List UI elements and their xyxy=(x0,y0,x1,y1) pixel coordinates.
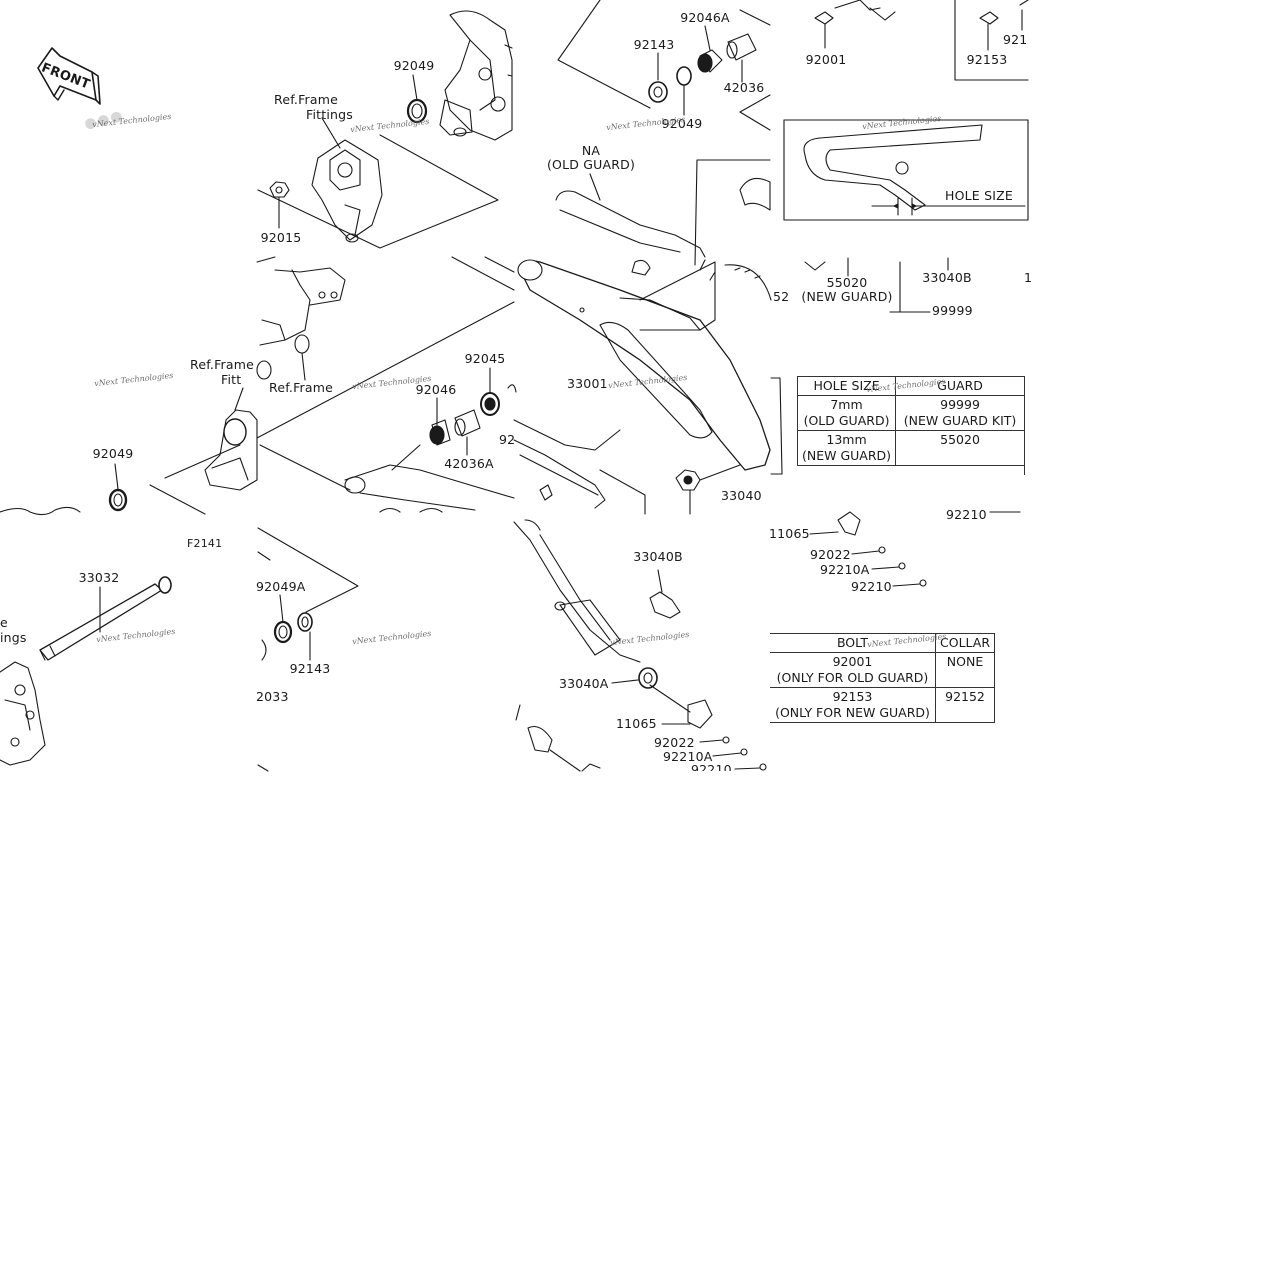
figure-code: F2141 xyxy=(187,537,223,550)
hole-size-note: (NEW GUARD) xyxy=(802,448,892,463)
old-guard-label: (OLD GUARD) xyxy=(546,157,636,172)
chain-guard-detail xyxy=(783,0,1029,221)
part-1-partial: 1 xyxy=(1024,270,1033,285)
ref-frame-a-line2: Fittings xyxy=(306,107,353,122)
part-92001: 92001 xyxy=(805,52,847,67)
ref-frame-a-line1: Ref.Frame xyxy=(274,92,339,107)
part-92-partial: 92 xyxy=(499,432,516,447)
part-92143-top: 92143 xyxy=(633,37,675,52)
part-92210-bottom: 92210 xyxy=(691,763,732,771)
part-42036: 42036 xyxy=(723,80,765,95)
swingarm-rear-adjusters xyxy=(513,519,767,772)
bolt-cell: 92001(ONLY FOR OLD GUARD) xyxy=(770,652,936,688)
hole-cell: 7mm(OLD GUARD) xyxy=(796,395,897,431)
part-33032: 33032 xyxy=(78,570,120,585)
guard-callouts xyxy=(804,257,1021,513)
part-92049-mid: 92049 xyxy=(661,116,703,131)
hole-table-header: HOLE SIZE GUARD xyxy=(796,376,1025,396)
part-92049A: 92049A xyxy=(256,579,306,594)
part-11065-right: 11065 xyxy=(769,526,810,541)
bolt-note: (ONLY FOR OLD GUARD) xyxy=(776,670,929,685)
part-92210-right: 92210 xyxy=(851,579,892,594)
part-92210-top: 92210 xyxy=(946,507,987,522)
part-92049-top: 92049 xyxy=(393,58,435,73)
frame-fitting-upper xyxy=(257,10,513,249)
bearing-stack-upper xyxy=(555,0,771,266)
hole-size-figure-label: HOLE SIZE xyxy=(945,188,1013,203)
part-92046A: 92046A xyxy=(680,10,730,25)
left-bracket-assembly xyxy=(0,387,258,516)
collar-cell: 92152 xyxy=(934,687,996,723)
guard-cell: 55020 xyxy=(895,430,1025,466)
bolt-value: 92153 xyxy=(832,689,873,704)
na-label: NA xyxy=(581,143,601,158)
guard-value: 55020 xyxy=(940,432,980,447)
part-92210A-right: 92210A xyxy=(820,562,870,577)
bolt-cell: 92153(ONLY FOR NEW GUARD) xyxy=(770,687,936,723)
part-2033-partial: 2033 xyxy=(256,689,289,704)
part-11065-bottom: 11065 xyxy=(616,716,657,731)
ref-frame-c: Ref.Frame xyxy=(269,380,334,395)
ref-e-partial: e xyxy=(0,615,8,630)
part-92046: 92046 xyxy=(415,382,457,397)
part-33001: 33001 xyxy=(567,376,608,391)
guard-value: 99999 xyxy=(940,397,980,412)
new-guard-label: (NEW GUARD) xyxy=(801,289,893,304)
guard-note: (NEW GUARD KIT) xyxy=(903,413,1017,428)
ref-frame-b-line1: Ref.Frame xyxy=(190,357,255,372)
part-33040: 33040 xyxy=(721,488,762,503)
part-33040B-bottom: 33040B xyxy=(633,549,683,564)
bolt-note: (ONLY FOR NEW GUARD) xyxy=(775,705,930,720)
hole-size-value: 13mm xyxy=(826,432,867,447)
part-52-partial: 52 xyxy=(773,289,790,304)
ref-frame-b-line2: Fitt xyxy=(221,372,242,387)
part-92022-right: 92022 xyxy=(810,547,851,562)
part-42036A: 42036A xyxy=(444,456,494,471)
pivot-shaft xyxy=(0,576,172,766)
part-92022-bottom: 92022 xyxy=(654,735,695,750)
part-92153: 92153 xyxy=(966,52,1008,67)
part-92143-bottom: 92143 xyxy=(289,661,331,676)
part-33040B-top: 33040B xyxy=(922,270,972,285)
part-92045: 92045 xyxy=(464,351,506,366)
bolt-collar-table: BOLT COLLAR 92001(ONLY FOR OLD GUARD) NO… xyxy=(770,633,996,723)
hole-table-row: 13mm(NEW GUARD) 55020 xyxy=(796,430,1025,466)
part-55020: 55020 xyxy=(826,275,868,290)
guard-cell: 99999(NEW GUARD KIT) xyxy=(895,395,1025,431)
front-arrow-icon xyxy=(37,47,101,105)
swingarm-main xyxy=(507,259,783,515)
seal-group-lower xyxy=(257,527,359,772)
part-92210A-bottom: 92210A xyxy=(663,749,713,764)
part-92049-left: 92049 xyxy=(92,446,134,461)
bolt-table-row: 92153(ONLY FOR NEW GUARD) 92152 xyxy=(770,687,996,723)
part-921-partial: 921 xyxy=(1003,32,1028,47)
hole-table-right-edge xyxy=(1024,376,1025,475)
hole-size-table: HOLE SIZE GUARD 7mm(OLD GUARD) 99999(NEW… xyxy=(796,376,1025,466)
ref-ings-partial: ings xyxy=(0,630,27,645)
bearing-stack-middle xyxy=(256,256,515,513)
bolt-value: 92001 xyxy=(832,654,873,669)
hole-size-value: 7mm xyxy=(830,397,863,412)
collar-cell: NONE xyxy=(934,652,996,688)
part-92015: 92015 xyxy=(260,230,302,245)
bolt-header-collar: COLLAR xyxy=(934,633,996,653)
hole-table-row: 7mm(OLD GUARD) 99999(NEW GUARD KIT) xyxy=(796,395,1025,431)
bolt-table-row: 92001(ONLY FOR OLD GUARD) NONE xyxy=(770,652,996,688)
hole-size-note: (OLD GUARD) xyxy=(803,413,890,428)
part-99999: 99999 xyxy=(932,303,973,318)
adjuster-callouts xyxy=(809,511,927,587)
part-33040A: 33040A xyxy=(559,676,609,691)
hole-cell: 13mm(NEW GUARD) xyxy=(796,430,897,466)
